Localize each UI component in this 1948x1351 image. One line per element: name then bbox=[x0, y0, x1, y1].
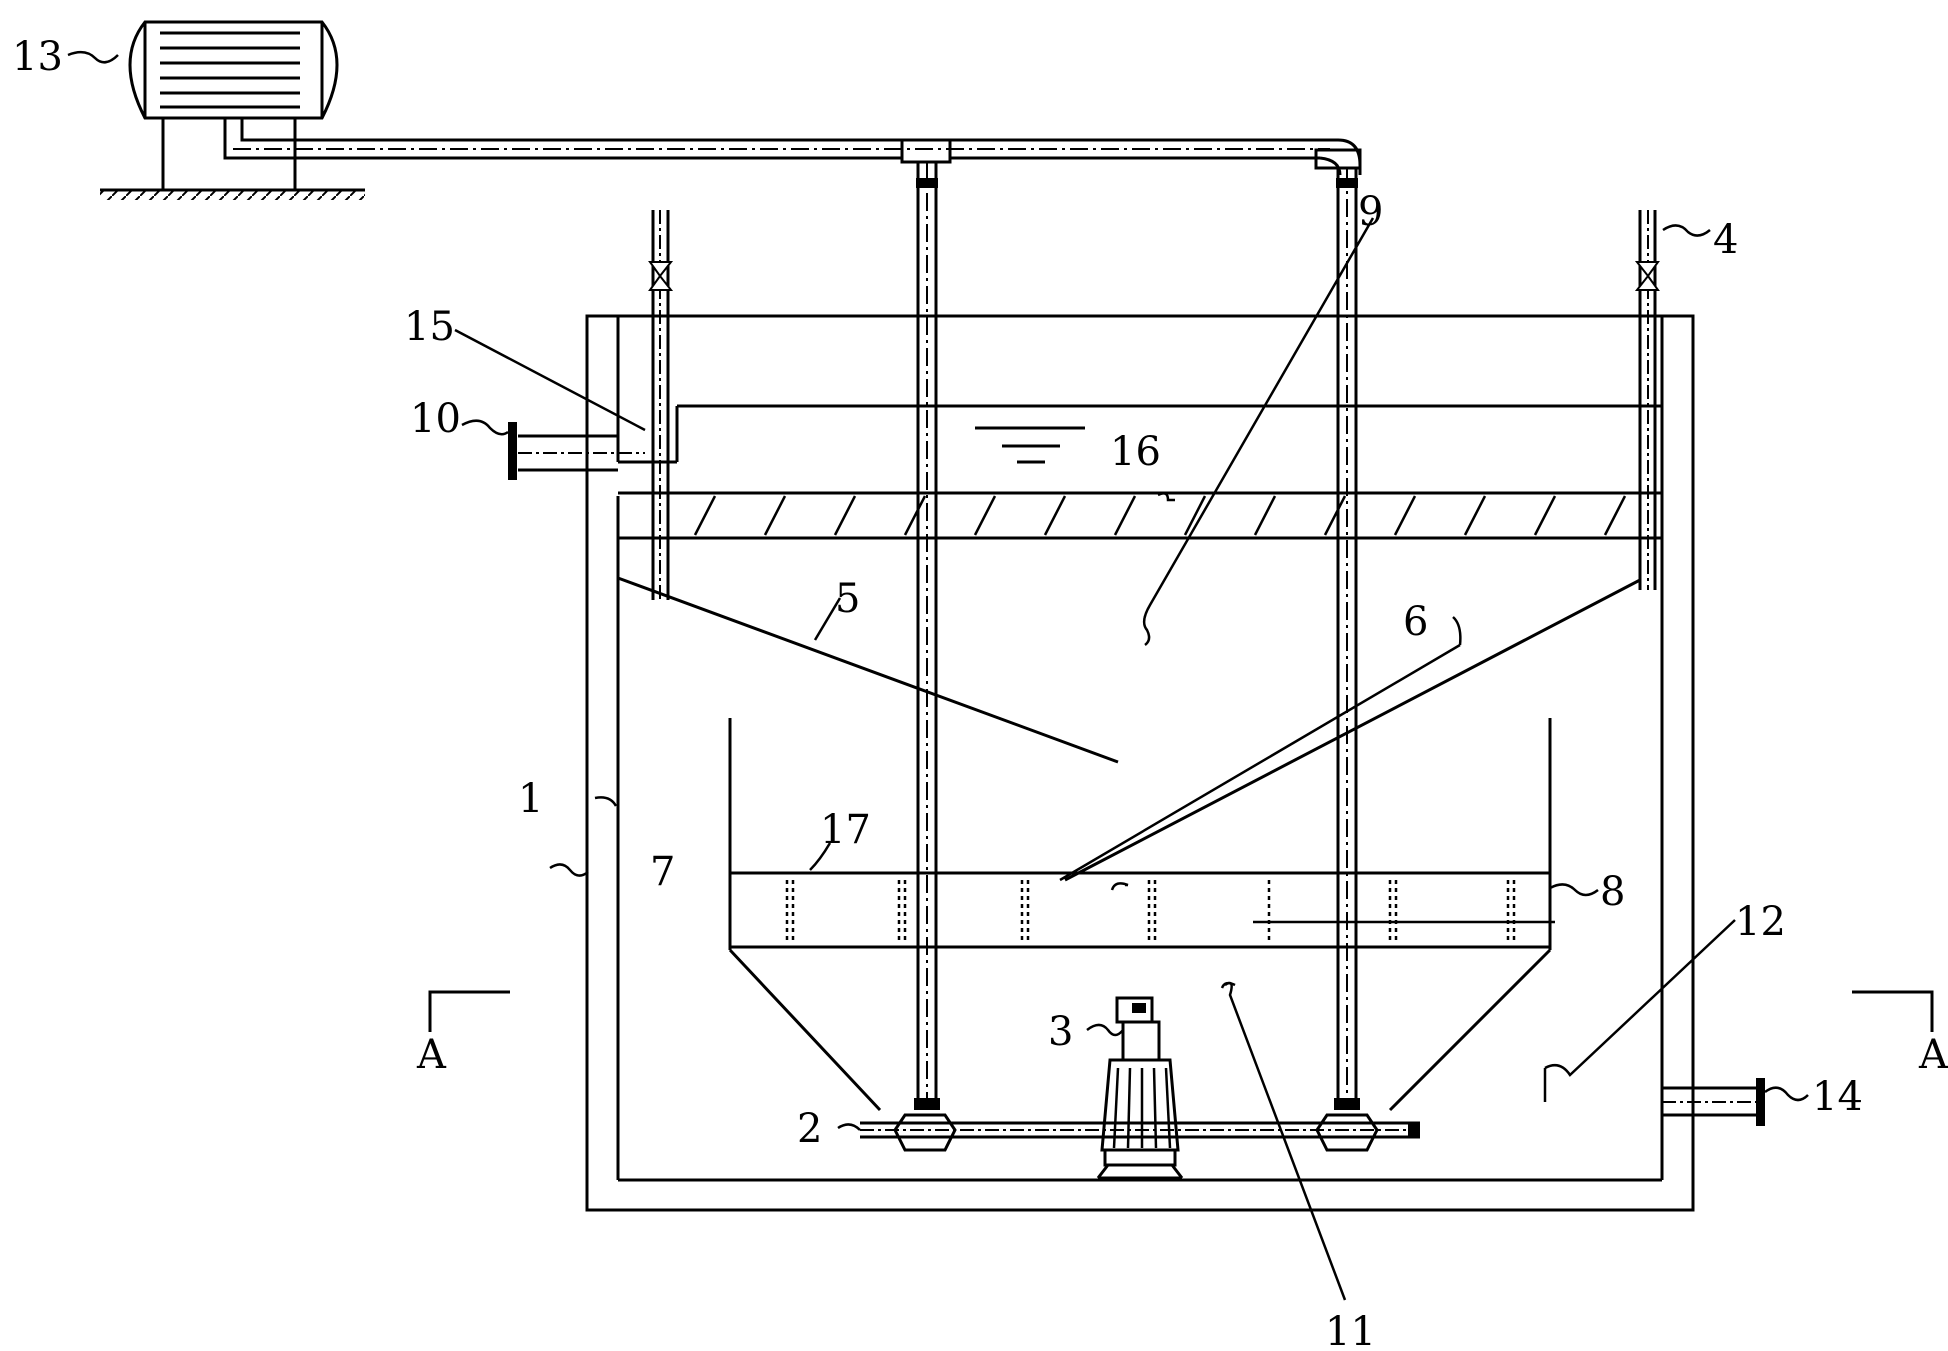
packing-layer bbox=[618, 491, 1662, 540]
label-section-right: A bbox=[1918, 1032, 1948, 1078]
air-drop-pipe-right bbox=[1334, 168, 1360, 1110]
label-screen-right: 8 bbox=[1600, 869, 1625, 915]
label-section-left: A bbox=[416, 1032, 447, 1078]
label-tank: 1 bbox=[518, 776, 543, 822]
filter-elements bbox=[785, 880, 1516, 942]
air-drop-pipe-left bbox=[914, 162, 940, 1110]
outlet-pipe bbox=[508, 422, 645, 480]
overflow-channel bbox=[616, 316, 1662, 464]
inlet-pipe-left bbox=[648, 210, 674, 600]
label-aerator-pipe: 2 bbox=[797, 1106, 822, 1152]
label-outer-zone: 12 bbox=[1735, 899, 1786, 945]
leader-lines bbox=[67, 50, 1809, 1301]
label-filter-element: 17 bbox=[820, 807, 871, 853]
label-drain-pipe: 14 bbox=[1812, 1074, 1863, 1120]
label-packing-layer: 16 bbox=[1110, 429, 1161, 475]
label-bottom-zone: 11 bbox=[1325, 1309, 1376, 1346]
ground bbox=[100, 188, 365, 200]
inner-cylinder bbox=[728, 718, 1552, 1112]
baffle-right bbox=[1064, 578, 1641, 882]
label-baffle-left: 5 bbox=[835, 576, 860, 622]
section-marker-right bbox=[1852, 990, 1934, 1032]
label-upper-zone: 9 bbox=[1358, 189, 1383, 235]
label-outlet-pipe: 10 bbox=[410, 396, 461, 442]
labels: 13 4 9 15 10 16 5 6 1 17 7 8 12 3 2 14 1… bbox=[12, 34, 1948, 1351]
inlet-pipe-right bbox=[1634, 210, 1660, 590]
aeration-pipe bbox=[860, 1113, 1420, 1152]
submersible-pump bbox=[1096, 996, 1184, 1180]
air-header-pipe bbox=[223, 118, 1362, 176]
label-inlet-pipe: 4 bbox=[1713, 217, 1738, 263]
label-baffle-right: 6 bbox=[1403, 599, 1428, 645]
label-screen-left: 7 bbox=[650, 849, 675, 895]
label-weir: 15 bbox=[404, 304, 455, 350]
water-level-symbol bbox=[975, 426, 1085, 464]
filter-screen bbox=[730, 871, 1550, 949]
tank bbox=[585, 314, 1695, 1212]
drain-pipe bbox=[1662, 1078, 1765, 1126]
section-marker-left bbox=[428, 990, 510, 1032]
baffle-left bbox=[617, 576, 1119, 764]
label-blower: 13 bbox=[12, 34, 63, 80]
blower bbox=[128, 20, 339, 190]
label-pump: 3 bbox=[1048, 1009, 1073, 1055]
